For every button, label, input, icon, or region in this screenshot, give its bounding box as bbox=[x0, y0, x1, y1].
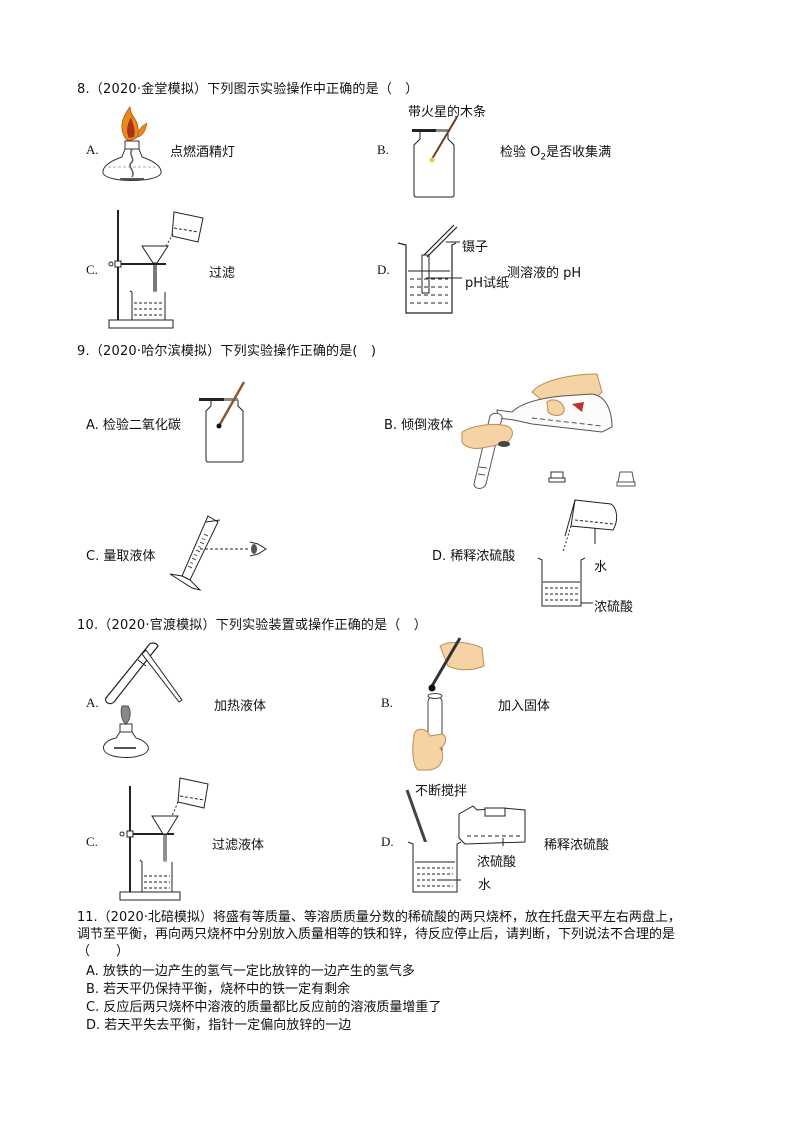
filtration-setup-image bbox=[108, 210, 204, 329]
q8-option-b-text: 检验 O2是否收集满 bbox=[500, 141, 611, 163]
q9-option-c-text: C. 量取液体 bbox=[86, 549, 156, 564]
question-11-title-line-2: 调节至平衡，再向两只烧杯中分别放入质量相等的铁和锌，待反应停止后，请判断，下列说… bbox=[77, 927, 676, 942]
q8-option-d-text: 测溶液的 pH bbox=[507, 266, 582, 281]
q11-option-b: B. 若天平仍保持平衡，烧杯中的铁一定有剩余 bbox=[86, 982, 351, 997]
graduated-cylinder-eye-image bbox=[169, 515, 267, 591]
q9-option-d-acid-label: 浓硫酸 bbox=[594, 600, 634, 615]
q8-option-d-ph-paper-label: pH试纸 bbox=[465, 276, 510, 291]
question-8-title: 8.（2020·金堂模拟）下列图示实验操作中正确的是（ ） bbox=[77, 82, 419, 97]
q10-option-d-letter: D. bbox=[381, 834, 394, 849]
filtration-setup-2-image bbox=[119, 777, 209, 901]
heating-test-tube-image bbox=[103, 642, 183, 758]
q10-option-d-water-label: 水 bbox=[478, 878, 492, 893]
q9-option-b-text: B. 倾倒液体 bbox=[384, 418, 454, 433]
q10-option-a-letter: A. bbox=[86, 695, 99, 710]
pouring-liquid-hands-image bbox=[461, 373, 636, 489]
q8-option-b-text-post: 是否收集满 bbox=[546, 145, 612, 160]
q8-option-a-letter: A. bbox=[86, 142, 99, 157]
q10-option-c-letter: C. bbox=[86, 834, 98, 849]
q8-option-b-text-sub: 2 bbox=[540, 152, 547, 163]
q8-option-c-letter: C. bbox=[86, 262, 98, 277]
q8-option-c-text: 过滤 bbox=[209, 266, 236, 281]
adding-solid-tweezers-image bbox=[412, 637, 485, 771]
q11-option-a: A. 放铁的一边产生的氢气一定比放锌的一边产生的氢气多 bbox=[86, 964, 415, 979]
beaker-ph-paper-image bbox=[397, 224, 462, 314]
q10-option-c-text: 过滤液体 bbox=[212, 838, 265, 853]
q8-option-a-text: 点燃酒精灯 bbox=[170, 145, 236, 160]
q10-option-d-stir-label: 不断搅拌 bbox=[415, 784, 468, 799]
q9-option-a-text: A. 检验二氧化碳 bbox=[86, 418, 181, 433]
q11-option-c: C. 反应后两只烧杯中溶液的质量都比反应前的溶液质量增重了 bbox=[86, 1000, 442, 1015]
q11-option-d: D. 若天平失去平衡，指针一定偏向放锌的一边 bbox=[86, 1018, 352, 1033]
dilute-acid-pour-image bbox=[537, 471, 618, 607]
q10-option-a-text: 加热液体 bbox=[214, 699, 267, 714]
q9-option-d-text: D. 稀释浓硫酸 bbox=[432, 549, 516, 564]
q8-option-d-tweezers-label: 镊子 bbox=[462, 240, 489, 255]
q10-option-b-text: 加入固体 bbox=[498, 699, 551, 714]
question-10-title: 10.（2020·官渡模拟）下列实验装置或操作正确的是（ ） bbox=[77, 618, 427, 633]
question-11-title-line-1: 11.（2020·北碚模拟）将盛有等质量、等溶质质量分数的稀硫酸的两只烧杯，放在… bbox=[77, 910, 681, 925]
q8-option-b-letter: B. bbox=[377, 142, 389, 157]
dilute-acid-stir-image bbox=[405, 789, 526, 893]
gas-bottle-glowing-splint-image bbox=[412, 116, 458, 198]
q10-option-d-acid-label: 浓硫酸 bbox=[477, 855, 517, 870]
q10-option-b-letter: B. bbox=[381, 695, 393, 710]
alcohol-lamp-lighting-image bbox=[102, 105, 162, 181]
gas-bottle-splint-image bbox=[199, 381, 246, 463]
question-11-title-line-3: （ ） bbox=[77, 944, 130, 959]
q8-option-d-letter: D. bbox=[377, 262, 390, 277]
q8-option-b-splint-label: 带火星的木条 bbox=[408, 105, 487, 120]
q10-option-d-text: 稀释浓硫酸 bbox=[544, 838, 610, 853]
question-9-title: 9.（2020·哈尔滨模拟）下列实验操作正确的是( ) bbox=[77, 344, 377, 359]
q9-option-d-water-label: 水 bbox=[594, 560, 608, 575]
q8-option-b-text-pre: 检验 O bbox=[500, 145, 541, 160]
